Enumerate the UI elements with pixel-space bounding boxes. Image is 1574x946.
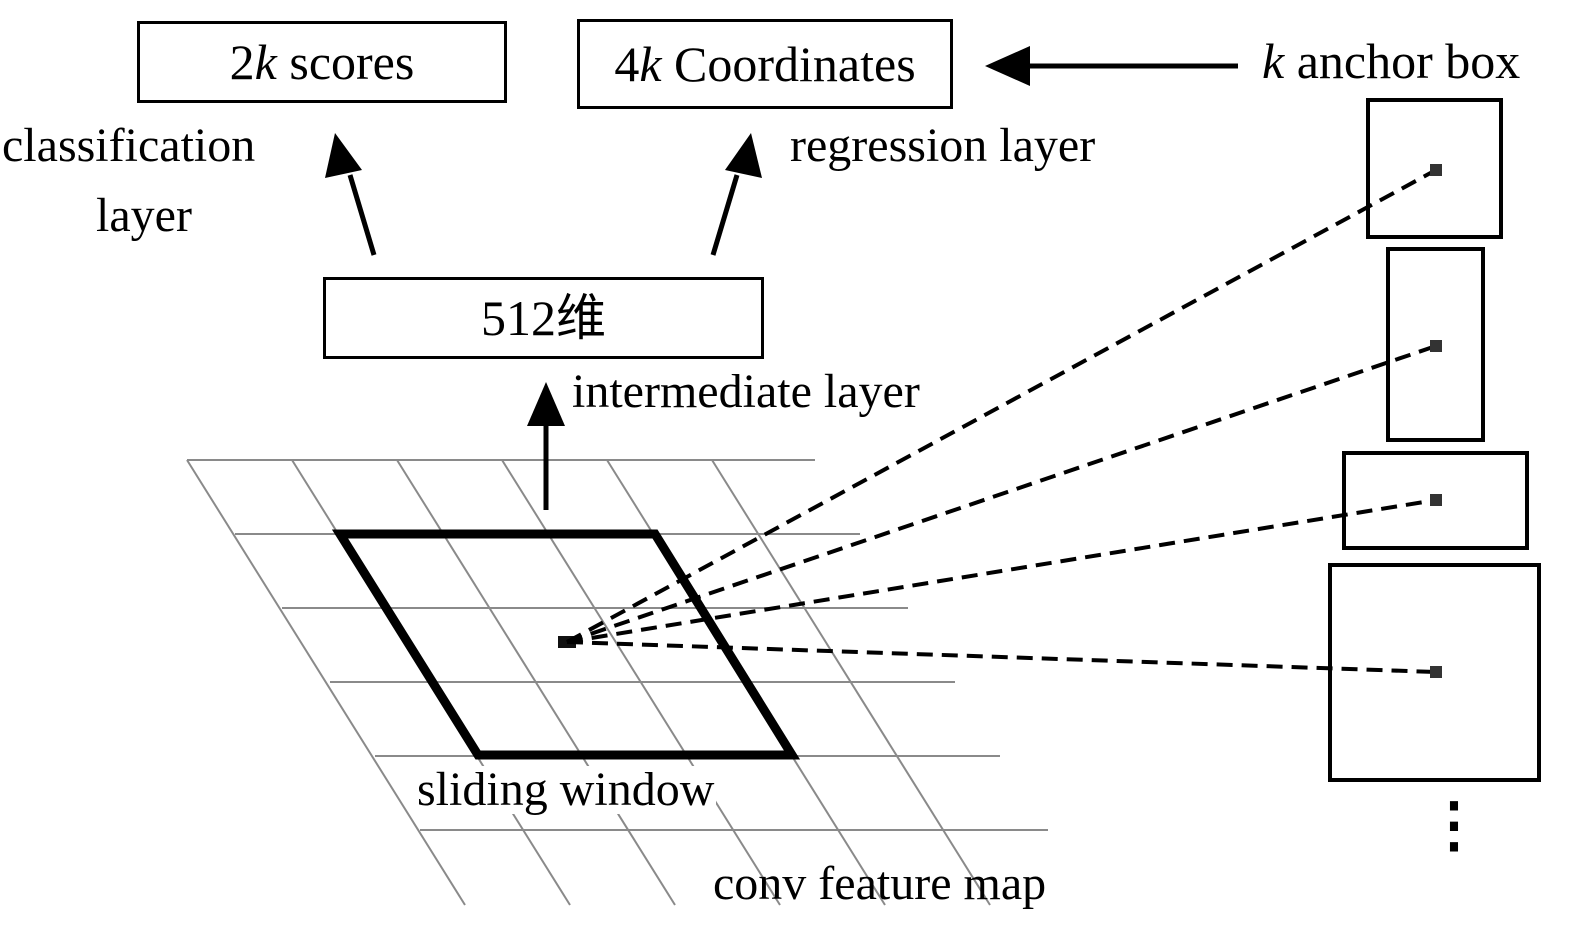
anchor-center-dots	[1430, 164, 1442, 678]
anchor-box-1	[1366, 98, 1503, 239]
classification-layer-label-line1: classification	[2, 119, 256, 172]
coordinates-box: 4k Coordinates	[577, 19, 953, 109]
arrows	[325, 46, 1238, 510]
anchor-box-4	[1328, 563, 1541, 782]
feature-map-grid	[186, 459, 1048, 906]
scores-box: 2k scores	[137, 21, 507, 103]
intermediate-layer-label: intermediate layer	[572, 365, 920, 418]
scores-box-label: 2k scores	[229, 34, 415, 90]
anchor-box-label: k anchor box	[1262, 33, 1521, 89]
anchor-boxes	[1328, 98, 1541, 782]
regression-layer-label: regression layer	[790, 119, 1096, 172]
classification-layer-label-line2: layer	[96, 189, 192, 242]
intermediate-box-label: 512维	[481, 290, 606, 346]
anchor-dashed-lines	[566, 168, 1437, 674]
ellipsis-label: ⋮	[1424, 792, 1484, 858]
sliding-window-label: sliding window	[415, 763, 717, 816]
conv-feature-map-label: conv feature map	[713, 857, 1047, 910]
intermediate-box: 512维	[323, 277, 764, 359]
anchor-box-3	[1342, 451, 1529, 550]
sliding-window	[331, 529, 801, 760]
anchor-box-2	[1386, 247, 1485, 442]
coordinates-box-label: 4k Coordinates	[614, 36, 916, 92]
